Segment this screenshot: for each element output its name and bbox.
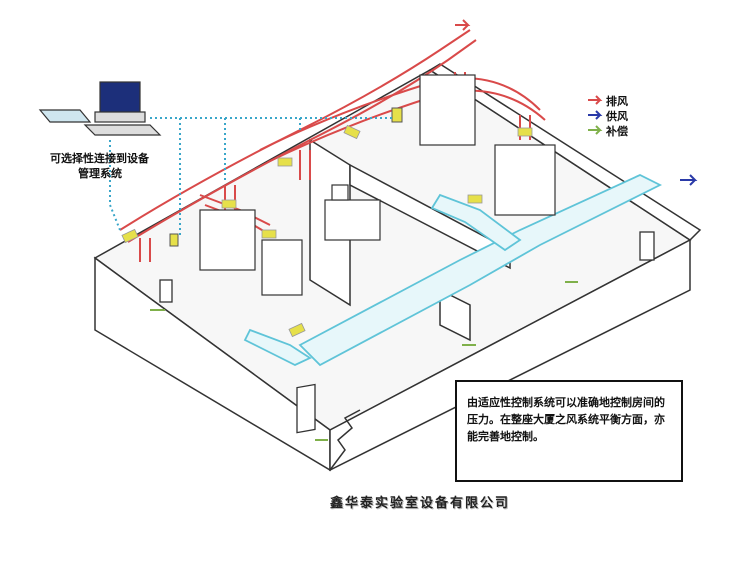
description-note: 由适应性控制系统可以准确地控制房间的 压力。在整座大厦之风系统平衡方面，亦 能完… xyxy=(455,380,683,482)
doors xyxy=(159,231,655,434)
network-lines xyxy=(109,117,395,235)
note-line3: 能完善地控制。 xyxy=(467,430,544,443)
lab-furniture xyxy=(199,74,556,296)
flow-arrows xyxy=(150,19,698,441)
legend-supply-label: 供风 xyxy=(606,110,628,123)
legend-makeup-label: 补偿 xyxy=(606,125,628,138)
note-line2: 压力。在整座大厦之风系统平衡方面，亦 xyxy=(467,413,665,426)
computer-caption-line2: 管理系统 xyxy=(78,167,122,180)
computer-caption-line1: 可选择性连接到设备 xyxy=(50,152,149,165)
wall-break xyxy=(329,409,361,471)
legend-exhaust-label: 排风 xyxy=(606,95,628,108)
legend-arrows xyxy=(588,95,603,135)
computer xyxy=(38,81,162,136)
supply-ducts xyxy=(243,174,663,367)
company-footer: 鑫华泰实验室设备有限公司 xyxy=(330,496,511,511)
controllers xyxy=(169,107,403,247)
note-line1: 由适应性控制系统可以准确地控制房间的 xyxy=(467,396,665,409)
